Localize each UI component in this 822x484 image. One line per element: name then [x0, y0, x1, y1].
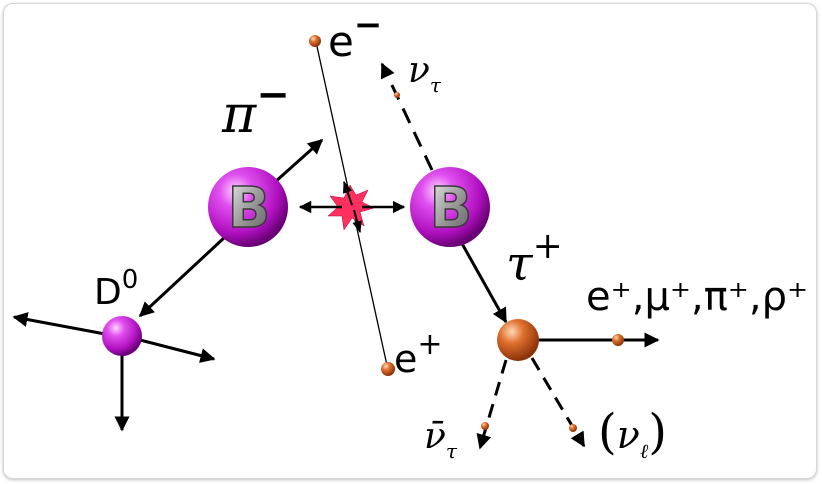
arrow-beam-down — [352, 209, 362, 234]
label-charged-products: e⁺,μ⁺,π⁺,ρ⁺ — [586, 274, 808, 320]
collision-star — [327, 184, 375, 231]
d0-meson — [102, 316, 142, 356]
label-e-plus: e+ — [394, 327, 443, 381]
arrow-d0-left — [12, 312, 106, 336]
arrow-nu-l — [530, 357, 586, 448]
tau-lepton-sphere — [497, 319, 539, 361]
positron-particle — [381, 362, 395, 376]
arrow-to-d0 — [138, 235, 227, 318]
label-nu-l: (νℓ) — [598, 404, 667, 463]
label-e-minus: e− — [328, 5, 382, 66]
b-meson-right-letter: B — [430, 176, 473, 241]
label-nu-tau: ντ — [408, 50, 442, 97]
label-pi-minus: π− — [221, 71, 290, 145]
arrow-beam-up — [343, 180, 353, 206]
nu-l-particle — [569, 424, 577, 432]
label-antinu-tau: ν̄τ — [424, 416, 458, 463]
b-meson-left — [208, 167, 288, 247]
arrow-tau-plus — [458, 239, 508, 324]
arrow-pi-minus — [274, 138, 324, 184]
frame-border — [3, 3, 817, 479]
nu-tau-particle — [394, 92, 400, 98]
antinu-particle — [481, 422, 489, 430]
arrow-nu-tau — [380, 62, 434, 171]
charged-product-particle — [612, 334, 624, 346]
label-d0: D0 — [94, 265, 138, 313]
b-meson-right — [410, 167, 490, 247]
arrow-antinu-tau — [476, 359, 508, 450]
b-meson-left-letter: B — [228, 176, 271, 241]
arrow-d0-right — [139, 338, 216, 363]
electron-particle — [309, 35, 321, 47]
label-tau-plus: τ+ — [506, 226, 563, 292]
